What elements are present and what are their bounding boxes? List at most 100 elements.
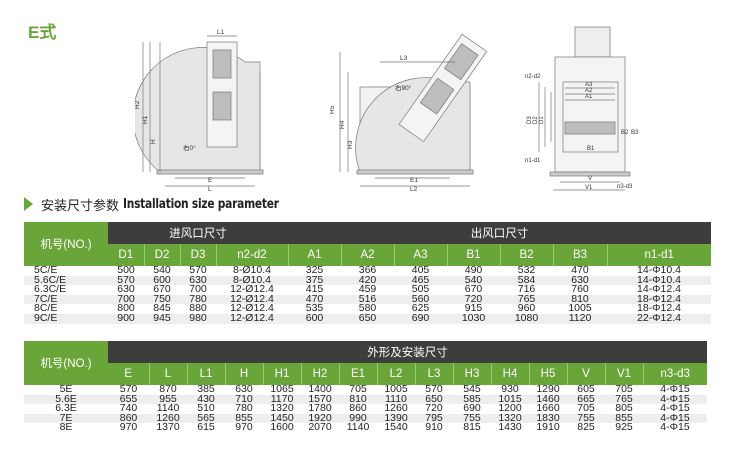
table2-column-header: H5 [528,363,567,385]
table-cell: 980 [180,313,216,324]
table-cell: 716 [500,285,553,295]
table2-column-header: V [566,363,605,385]
table1-column-header: B3 [552,244,607,266]
table-cell: 12-Ø12.4 [216,285,288,295]
style-label: E式 [28,23,57,42]
table-cell: 500 [108,266,144,276]
table2-column-header: E1 [338,363,377,385]
table1-column-header: n1-d1 [606,244,711,266]
table-cell: 795 [415,413,453,424]
table-cell: 490 [447,266,500,276]
table-cell: 630 [553,275,607,286]
label-E: E [208,177,213,184]
table-cell: 4-Φ15 [643,413,707,424]
table-cell: 1830 [529,413,567,424]
label-B3: B3 [631,130,639,136]
table-cell: 470 [553,266,607,276]
model-number-cell: 5.6E [24,394,108,405]
table-cell: 1540 [377,423,415,433]
table-cell: 1260 [149,413,187,424]
table-cell: 1080 [500,313,553,324]
label-n3-d3: n3-d3 [617,184,633,190]
table-cell: 1200 [491,404,529,414]
table-cell: 1460 [529,394,567,405]
table-cell: 755 [567,413,605,424]
table-cell: 1120 [553,313,607,324]
table-cell: 630 [225,385,263,395]
table-cell: 14-Φ12.4 [607,285,711,295]
table-cell: 1370 [149,423,187,433]
table-cell: 740 [108,404,149,414]
label-D1: D1 [539,116,545,124]
table1-column-header: A1 [287,244,341,266]
table-cell: 780 [180,294,216,305]
label-D3: D3 [527,116,533,124]
table-cell: 1260 [377,404,415,414]
model-number-cell: 6.3C/E [24,285,108,295]
model-number-cell: 5E [24,385,108,395]
model-number-cell: 5C/E [24,266,108,276]
table-cell: 845 [144,304,180,314]
table-cell: 650 [415,394,453,405]
table-cell: 900 [108,313,144,324]
table-cell: 1660 [529,404,567,414]
table2-column-header: V1 [604,363,643,385]
table-cell: 615 [187,423,225,433]
table-cell: 415 [288,285,341,295]
label-H3: H3 [347,140,354,149]
table2-column-header: H4 [490,363,529,385]
table-cell: 805 [605,404,643,414]
table-cell: 385 [187,385,225,395]
table-cell: 600 [144,275,180,286]
table-cell: 18-Φ12.4 [607,294,711,305]
table-cell: 584 [500,275,553,286]
table-cell: 1430 [491,423,529,433]
table-cell: 405 [394,266,447,276]
table-cell: 430 [187,394,225,405]
table-cell: 1110 [377,394,415,405]
table-cell: 855 [225,413,263,424]
label-V: V [588,176,592,182]
table-cell: 1015 [491,394,529,405]
table2-column-header: L [148,363,187,385]
table2-col-header: 机号(NO.) [24,341,108,385]
table1-column-header: n2-d2 [215,244,288,266]
table-cell: 690 [394,313,447,324]
label-B1: B1 [587,146,595,152]
table-cell: 1290 [529,385,567,395]
table-cell: 665 [567,394,605,405]
table-cell: 630 [180,275,216,286]
label-E1: E1 [410,177,418,184]
table-cell: 4-Φ15 [643,423,707,433]
table-cell: 8-Ø10.4 [216,275,288,286]
table-cell: 4-Φ15 [643,385,707,395]
table2-column-header: H3 [452,363,491,385]
table-cell: 470 [288,294,341,305]
table-cell: 705 [605,385,643,395]
table1-col-header: 机号(NO.) [24,222,108,266]
table1-column-header: A3 [393,244,447,266]
table-cell: 930 [491,385,529,395]
table-cell: 705 [339,385,377,395]
table-cell: 22-Φ12.4 [607,313,711,324]
table-cell: 605 [567,385,605,395]
table1-column-header: B2 [499,244,553,266]
table1-column-header: D3 [179,244,216,266]
table-cell: 690 [453,404,491,414]
table-cell: 760 [553,285,607,295]
table-cell: 600 [288,313,341,324]
table-cell: 1320 [263,404,301,414]
table-cell: 1600 [263,423,301,433]
table-cell: 855 [605,413,643,424]
label-L: L [208,186,212,192]
table1-group-outlet: 出风口尺寸 [288,222,711,244]
table-cell: 532 [500,266,553,276]
table-cell: 540 [144,266,180,276]
